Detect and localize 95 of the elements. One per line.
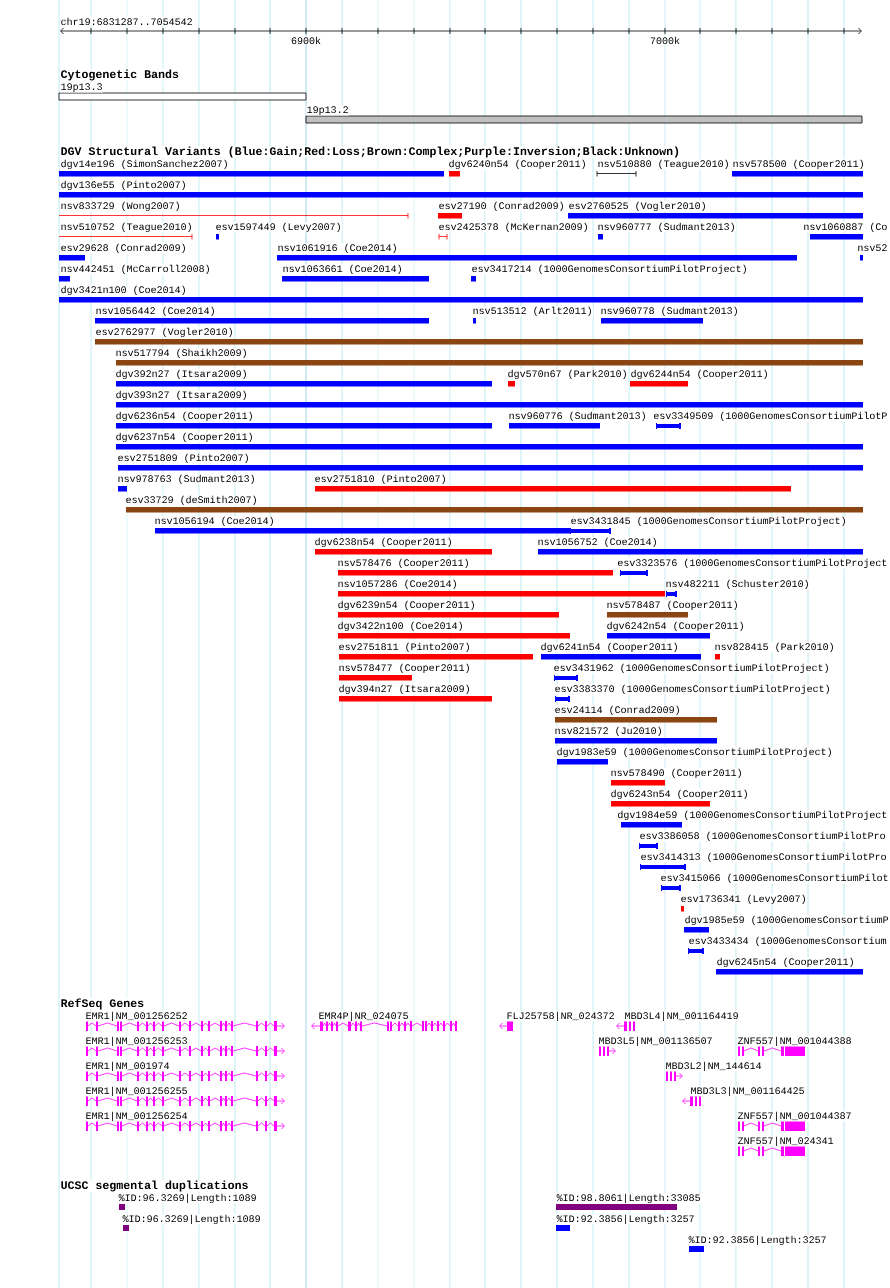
variant-label: dgv6243n54 (Cooper2011)	[610, 789, 749, 800]
duplication-label: %ID:96.3269|Length:1089	[118, 1193, 257, 1204]
variant-label: nsv578500 (Cooper2011)	[732, 159, 865, 170]
gene-label: ZNF557|NM_001044387	[737, 1111, 852, 1122]
variant-label: nsv960776 (Sudmant2013)	[508, 411, 647, 422]
gene-label: FLJ25758|NR_024372	[506, 1011, 615, 1022]
gene-label: MBD3L3|NM_001164425	[690, 1086, 805, 1097]
variant-label: dgv1984e59 (1000GenomesConsortiumPilotProject	[616, 810, 888, 821]
variant-label: esv2751811 (Pinto2007)	[338, 642, 471, 653]
variant-label: dgv394n27 (Itsara2009)	[338, 684, 471, 695]
variant-label: esv3323576 (1000GenomesConsortiumPilotProject	[616, 558, 888, 569]
variant-label: nsv517794 (Shaikh2009)	[115, 348, 248, 359]
track-title: UCSC segmental duplications	[60, 1180, 249, 1192]
gene-label: EMR1|NM_001256252	[85, 1011, 188, 1022]
gene-label: MBD3L4|NM_001164419	[624, 1011, 739, 1022]
variant-label: nsv52	[857, 243, 888, 252]
variant-label: dgv6241n54 (Cooper2011)	[540, 642, 679, 653]
variant-label: nsv442451 (McCarroll2008)	[60, 264, 211, 275]
variant-label: nsv978763 (Sudmant2013)	[117, 474, 256, 485]
variant-label: esv1736341 (Levy2007)	[680, 894, 807, 905]
variant-label: nsv1057286 (Coe2014)	[337, 579, 458, 590]
gene-label: EMR4P|NR_024075	[318, 1011, 409, 1022]
variant-label: esv33729 (deSmith2007)	[125, 495, 258, 506]
variant-label: esv1597449 (Levy2007)	[215, 222, 342, 233]
track-title: RefSeq Genes	[60, 998, 145, 1010]
duplication-label: %ID:96.3269|Length:1089	[122, 1214, 261, 1225]
variant-label: esv2762977 (Vogler2010)	[95, 327, 234, 338]
variant-label: esv29628 (Conrad2009)	[60, 243, 187, 254]
variant-label: esv2425378 (McKernan2009)	[438, 222, 590, 233]
variant-label: dgv6244n54 (Cooper2011)	[630, 369, 769, 380]
gene-label: ZNF557|NM_001044388	[737, 1036, 852, 1047]
variant-label: dgv6242n54 (Cooper2011)	[606, 621, 745, 632]
variant-label: esv2751810 (Pinto2007)	[314, 474, 447, 485]
variant-label: dgv1983e59 (1000GenomesConsortiumPilotProject)	[556, 747, 834, 758]
variant-label: nsv578476 (Cooper2011)	[337, 558, 470, 569]
variant-label: esv3417214 (1000GenomesConsortiumPilotProject)	[471, 264, 749, 275]
variant-label: nsv1056752 (Coe2014)	[537, 537, 658, 548]
variant-label: dgv1985e59 (1000GenomesConsortiumP	[684, 915, 890, 926]
variant-label: dgv3421n100 (Coe2014)	[60, 285, 187, 296]
variant-label: dgv3422n100 (Coe2014)	[337, 621, 464, 632]
coordinate-label: chr19:6831287..7054542	[60, 17, 193, 26]
variant-label: esv3433434 (1000GenomesConsortium	[688, 936, 888, 947]
variant-label: dgv14e196 (SimonSanchez2007)	[60, 159, 230, 170]
variant-label: dgv393n27 (Itsara2009)	[115, 390, 248, 401]
variant-label: dgv6236n54 (Cooper2011)	[115, 411, 254, 422]
variant-label: nsv578490 (Cooper2011)	[610, 768, 743, 779]
gene-label: EMR1|NM_001256254	[85, 1111, 188, 1122]
variant-label: nsv513512 (Arlt2011)	[472, 306, 593, 317]
variant-label: nsv833729 (Wong2007)	[60, 201, 181, 212]
duplication-label: %ID:98.8061|Length:33085	[556, 1193, 701, 1204]
variant-label: esv2760525 (Vogler2010)	[568, 201, 707, 212]
variant-label: dgv6237n54 (Cooper2011)	[115, 432, 254, 443]
variant-label: dgv6239n54 (Cooper2011)	[337, 600, 476, 611]
gene-label: EMR1|NM_001256253	[85, 1036, 188, 1047]
variant-label: nsv960778 (Sudmant2013)	[600, 306, 739, 317]
tick-label: 7000k	[649, 36, 681, 45]
duplication-label: %ID:92.3856|Length:3257	[556, 1214, 695, 1225]
duplication-label: %ID:92.3856|Length:3257	[688, 1235, 827, 1246]
gene-label: ZNF557|NM_024341	[737, 1136, 834, 1147]
gene-label: MBD3L2|NM_144614	[665, 1061, 762, 1072]
variant-label: dgv392n27 (Itsara2009)	[115, 369, 248, 380]
variant-label: esv3349509 (1000GenomesConsortiumPilotP	[652, 411, 888, 422]
variant-label: esv3383370 (1000GenomesConsortiumPilotProject)	[554, 684, 832, 695]
variant-label: nsv578487 (Cooper2011)	[606, 600, 739, 611]
variant-label: esv3415066 (1000GenomesConsortiumPilot	[660, 873, 890, 884]
variant-label: nsv1056194 (Coe2014)	[154, 516, 275, 527]
variant-label: esv3414313 (1000GenomesConsortiumPilotPro	[640, 852, 888, 863]
variant-label: dgv136e55 (Pinto2007)	[60, 180, 187, 191]
gene-label: EMR1|NM_001256255	[85, 1086, 188, 1097]
band-label: 19p13.2	[306, 105, 349, 116]
variant-label: nsv960777 (Sudmant2013)	[597, 222, 736, 233]
gene-label: EMR1|NM_001974	[85, 1061, 170, 1072]
variant-label: nsv510880 (Teague2010)	[597, 159, 730, 170]
variant-label: nsv578477 (Cooper2011)	[338, 663, 471, 674]
variant-label: esv3431962 (1000GenomesConsortiumPilotProject)	[553, 663, 831, 674]
tick-label: 6900k	[290, 36, 322, 45]
variant-label: nsv1060887 (Co	[803, 222, 888, 233]
band-label: 19p13.3	[60, 82, 103, 93]
variant-label: esv27190 (Conrad2009)	[438, 201, 565, 212]
variant-label: esv3431845 (1000GenomesConsortiumPilotProject)	[570, 516, 848, 527]
variant-label: nsv1063661 (Coe2014)	[282, 264, 403, 275]
variant-label: esv3386058 (1000GenomesConsortiumPilotPro	[639, 831, 887, 842]
variant-label: dgv570n67 (Park2010)	[507, 369, 628, 380]
variant-label: esv2751809 (Pinto2007)	[117, 453, 250, 464]
variant-label: nsv1061916 (Coe2014)	[277, 243, 398, 254]
variant-label: nsv1056442 (Coe2014)	[95, 306, 216, 317]
gene-label: MBD3L5|NM_001136507	[598, 1036, 713, 1047]
variant-label: esv24114 (Conrad2009)	[554, 705, 681, 716]
variant-label: nsv828415 (Park2010)	[714, 642, 835, 653]
variant-label: dgv6238n54 (Cooper2011)	[314, 537, 453, 548]
variant-label: nsv821572 (Ju2010)	[554, 726, 663, 737]
variant-label: nsv482211 (Schuster2010)	[665, 579, 810, 590]
variant-label: dgv6245n54 (Cooper2011)	[716, 957, 855, 968]
variant-label: dgv6240n54 (Cooper2011)	[448, 159, 587, 170]
variant-label: nsv510752 (Teague2010)	[60, 222, 193, 233]
